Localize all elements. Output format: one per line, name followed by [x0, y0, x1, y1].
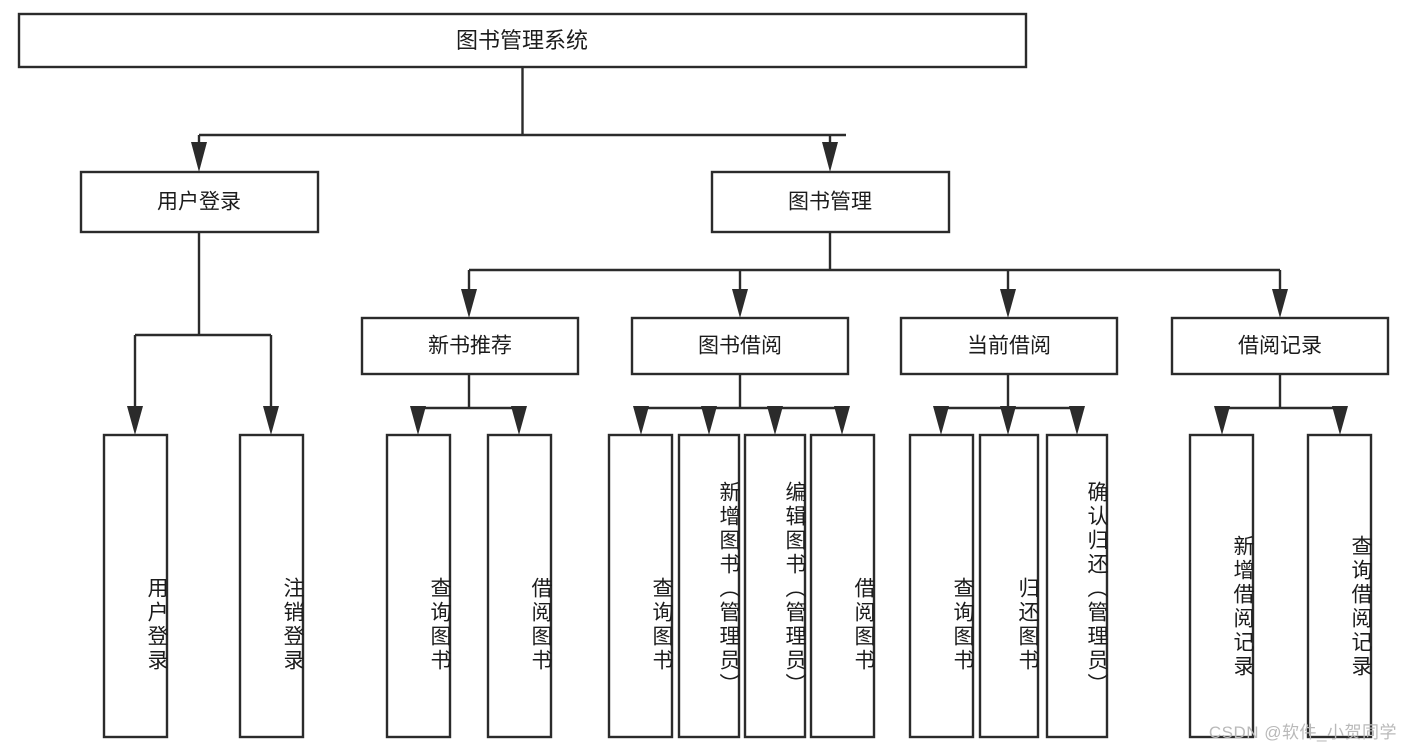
node-root-box[interactable]	[17, 12, 1028, 69]
node-new-book-rec-label: 新书推荐	[428, 335, 512, 358]
arrowhead-leaf-confirm-return	[1069, 406, 1085, 435]
node-book-manage[interactable]: 图书管理	[710, 170, 951, 234]
node-leaf-add-book-box[interactable]	[677, 433, 741, 739]
arrowhead-borrow-record	[1272, 289, 1288, 318]
arrowhead-leaf-edit-book	[767, 406, 783, 435]
arrowhead-book-manage	[822, 142, 838, 172]
arrowhead-leaf-add-book	[701, 406, 717, 435]
node-book-manage-label: 图书管理	[788, 191, 872, 214]
arrowhead-leaf-return-book	[1000, 406, 1016, 435]
arrowhead-leaf-logout	[263, 406, 279, 435]
arrowhead-leaf-query-book-2	[633, 406, 649, 435]
node-leaf-user-login-box[interactable]	[102, 433, 169, 739]
node-book-borrow-label: 图书借阅	[698, 335, 782, 358]
watermark-text: CSDN @软件_小贺同学	[1208, 723, 1397, 742]
arrowhead-leaf-query-book-3	[933, 406, 949, 435]
node-user-login-label: 用户登录	[157, 191, 241, 214]
arrowhead-leaf-query-book-1	[410, 406, 426, 435]
node-leaf-confirm-return-box[interactable]	[1045, 433, 1109, 739]
node-leaf-query-book-3-box[interactable]	[908, 433, 975, 739]
node-borrow-record-label: 借阅记录	[1238, 335, 1322, 358]
node-root[interactable]: 图书管理系统	[17, 12, 1028, 69]
node-book-manage-box[interactable]	[710, 170, 951, 234]
arrowhead-leaf-user-login	[127, 406, 143, 435]
edge-currentborrow-to-leaves	[933, 374, 1085, 435]
edge-newbook-to-leaves	[410, 374, 527, 435]
node-leaf-add-record-box[interactable]	[1188, 433, 1255, 739]
edge-borrowrecord-to-leaves	[1214, 374, 1348, 435]
arrowhead-book-borrow	[732, 289, 748, 318]
node-leaf-edit-book-box[interactable]	[743, 433, 807, 739]
arrowhead-new-book-rec	[461, 289, 477, 318]
node-leaf-query-book-1-box[interactable]	[385, 433, 452, 739]
node-borrow-record[interactable]: 借阅记录	[1170, 316, 1390, 376]
node-root-label: 图书管理系统	[456, 28, 588, 53]
node-user-login[interactable]: 用户登录	[79, 170, 320, 234]
node-current-borrow[interactable]: 当前借阅	[899, 316, 1119, 376]
node-new-book-rec-box[interactable]	[360, 316, 580, 376]
node-book-borrow-box[interactable]	[630, 316, 850, 376]
leaf-boxes	[102, 433, 1373, 739]
edge-root-to-level2	[191, 67, 846, 172]
edge-bookmanage-to-level3	[461, 232, 1288, 318]
node-leaf-borrow-book-1-box[interactable]	[486, 433, 553, 739]
arrowhead-current-borrow	[1000, 289, 1016, 318]
arrowhead-user-login	[191, 142, 207, 172]
edge-userlogin-to-leaves	[127, 232, 279, 435]
node-current-borrow-label: 当前借阅	[967, 335, 1051, 358]
node-leaf-query-book-2-box[interactable]	[607, 433, 674, 739]
node-leaf-logout-box[interactable]	[238, 433, 305, 739]
node-new-book-rec[interactable]: 新书推荐	[360, 316, 580, 376]
arrowhead-leaf-borrow-book-2	[834, 406, 850, 435]
node-current-borrow-box[interactable]	[899, 316, 1119, 376]
arrowhead-leaf-add-record	[1214, 406, 1230, 435]
edge-bookborrow-to-leaves	[633, 374, 850, 435]
node-leaf-query-record-box[interactable]	[1306, 433, 1373, 739]
node-book-borrow[interactable]: 图书借阅	[630, 316, 850, 376]
node-user-login-box[interactable]	[79, 170, 320, 234]
node-borrow-record-box[interactable]	[1170, 316, 1390, 376]
arrowhead-leaf-borrow-book-1	[511, 406, 527, 435]
node-leaf-return-book-box[interactable]	[978, 433, 1040, 739]
node-leaf-borrow-book-2-box[interactable]	[809, 433, 876, 739]
arrowhead-leaf-query-record	[1332, 406, 1348, 435]
